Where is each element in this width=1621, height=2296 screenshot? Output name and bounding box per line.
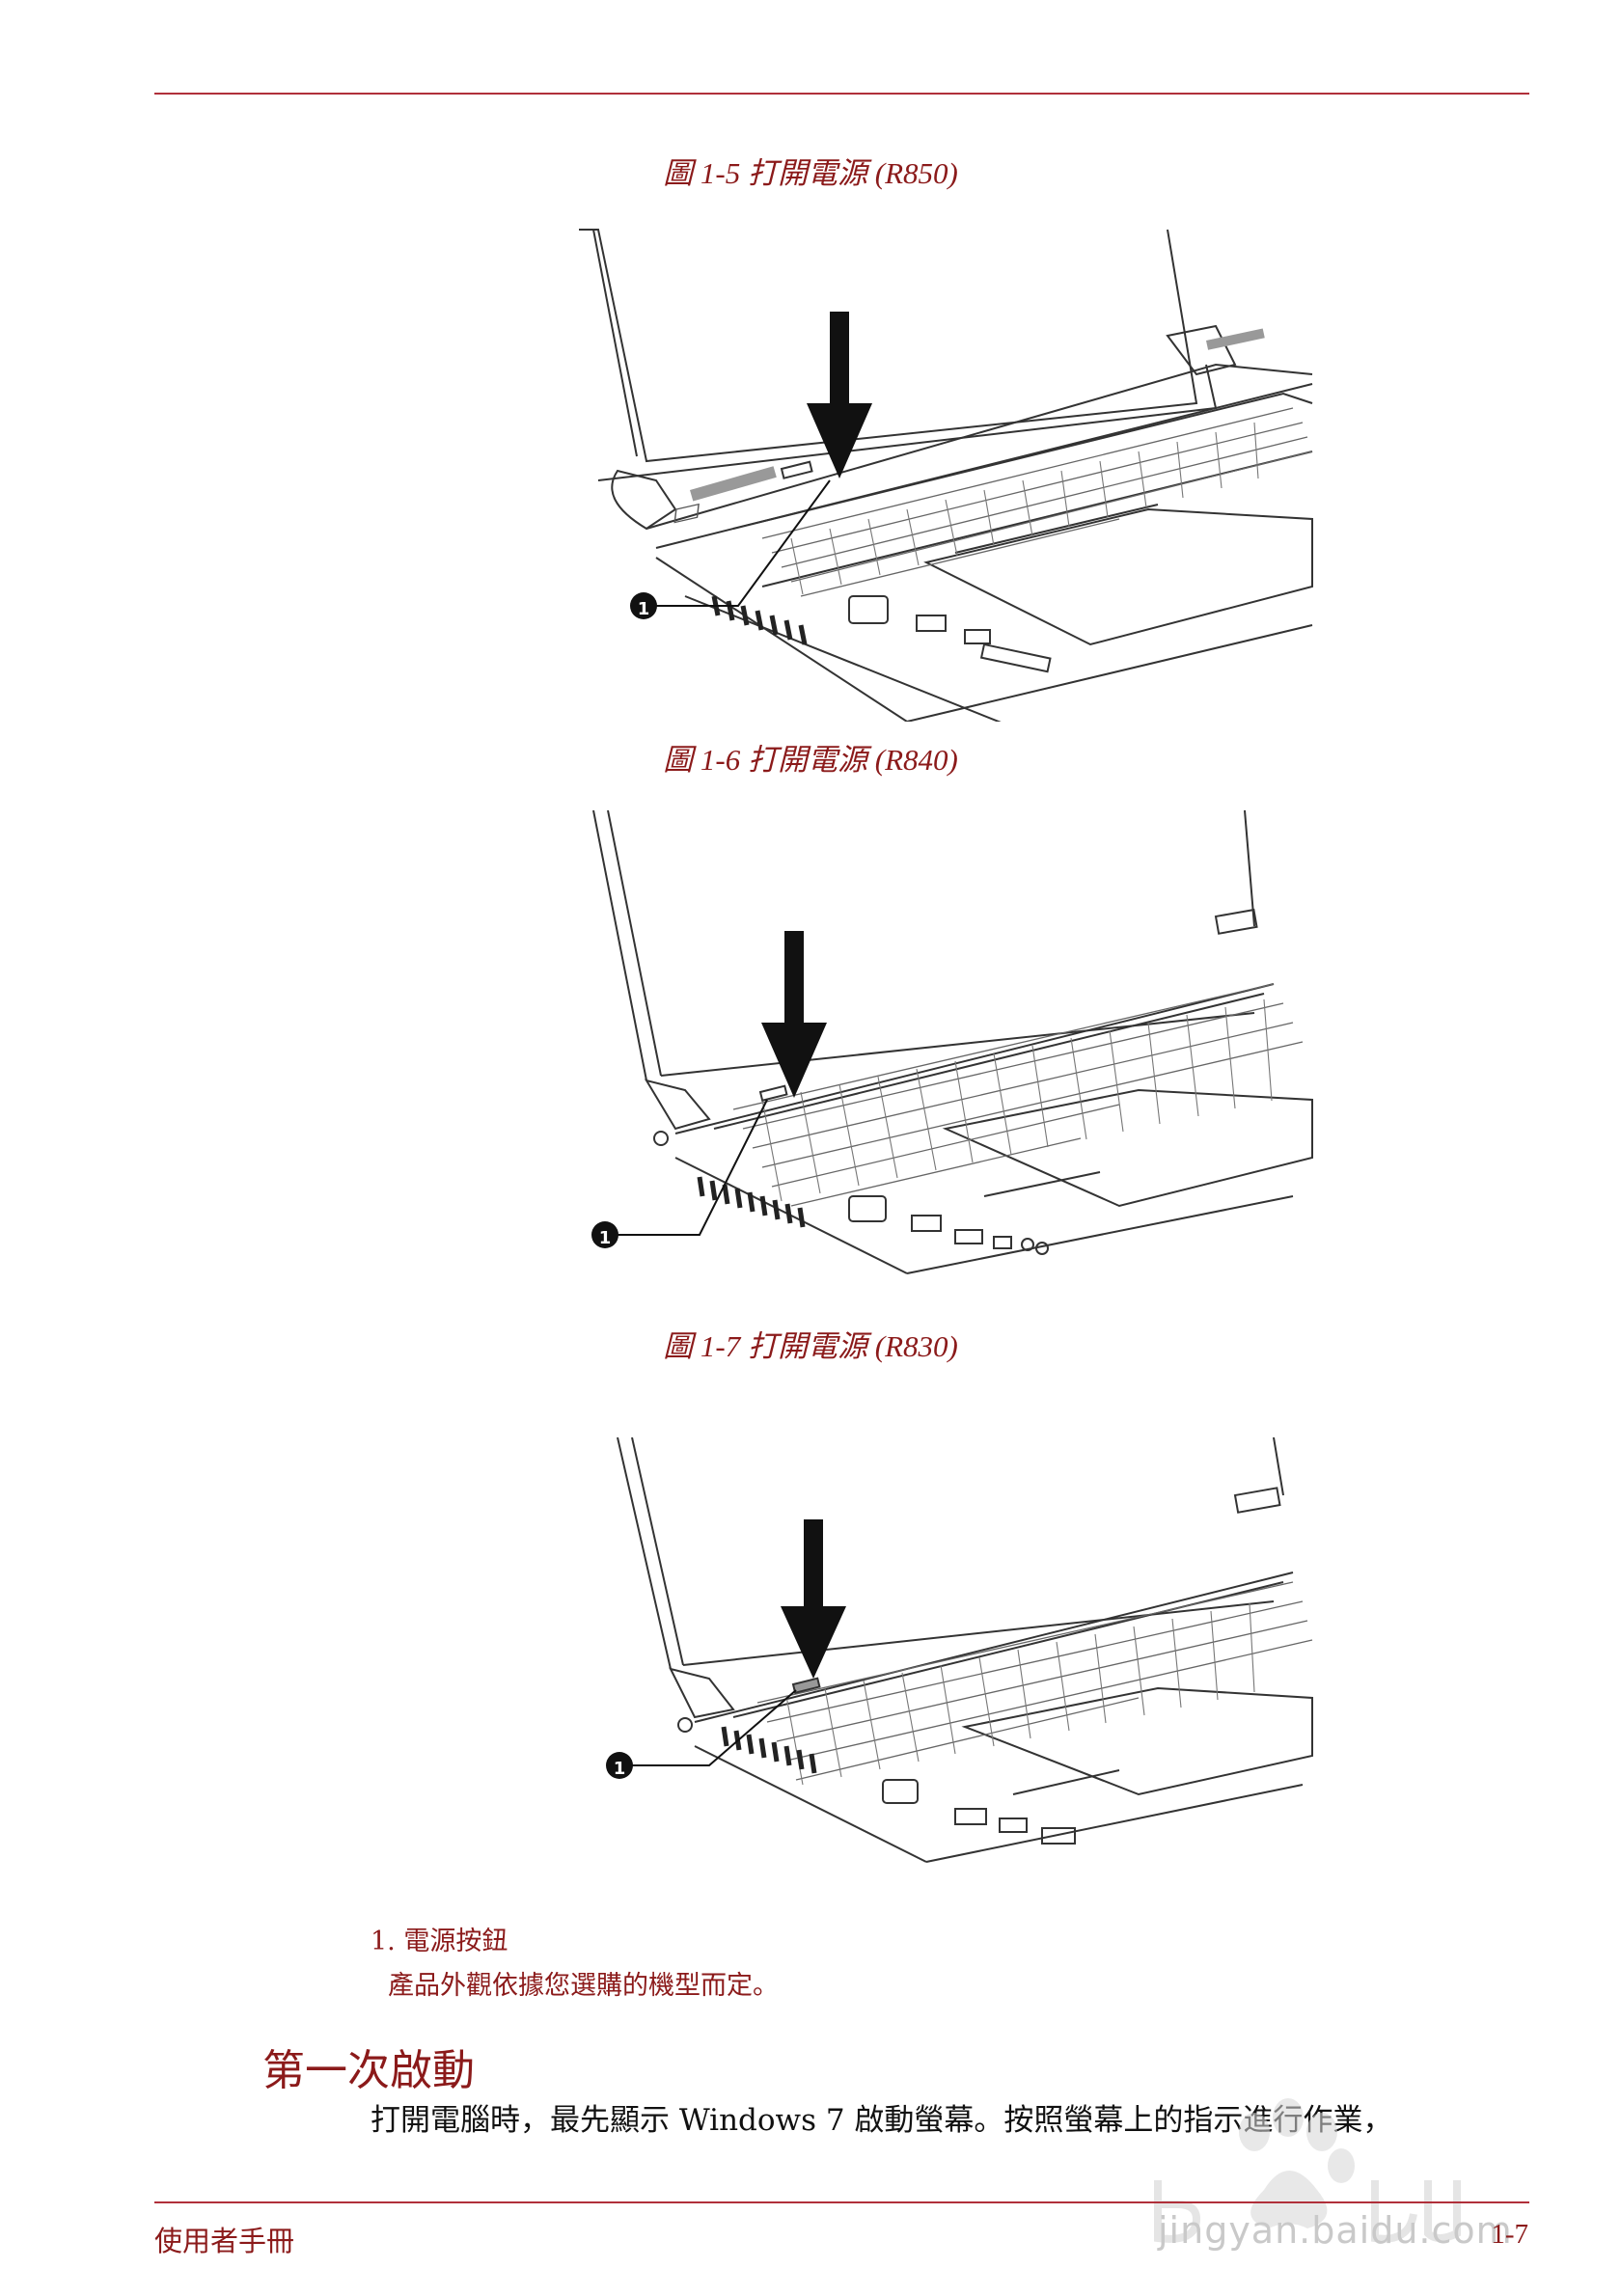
figure-caption-r850: 圖 1-5 打開電源 (R850)	[663, 156, 958, 190]
baidu-watermark-logo	[1154, 2098, 1461, 2243]
callout-number: 1	[614, 1759, 626, 1779]
footer-manual-title: 使用者手冊	[154, 2225, 295, 2257]
footer-page-number: 1-7	[1491, 2219, 1528, 2250]
footer-rule	[154, 2201, 1529, 2203]
laptop-illustration-r830: 1	[540, 1437, 1332, 1872]
section-heading: 第一次啟動	[262, 2046, 475, 2095]
callout-number: 1	[599, 1228, 612, 1248]
callout-number: 1	[638, 599, 650, 619]
figure-caption-r830: 圖 1-7 打開電源 (R830)	[663, 1329, 958, 1363]
laptop-illustration-r840: 1	[540, 810, 1332, 1293]
legend-power-button: 1. 電源按鈕	[371, 1927, 508, 1956]
header-rule	[154, 93, 1529, 95]
laptop-illustration-r850: 1	[540, 220, 1332, 722]
appearance-note: 產品外觀依據您選購的機型而定。	[388, 1971, 779, 2001]
figure-caption-r840: 圖 1-6 打開電源 (R840)	[663, 743, 958, 777]
section-body-text: 打開電腦時，最先顯示 Windows 7 啟動螢幕。按照螢幕上的指示進行作業，	[371, 2103, 1393, 2138]
watermark-url: jingyan.baidu.com	[1158, 2209, 1513, 2252]
